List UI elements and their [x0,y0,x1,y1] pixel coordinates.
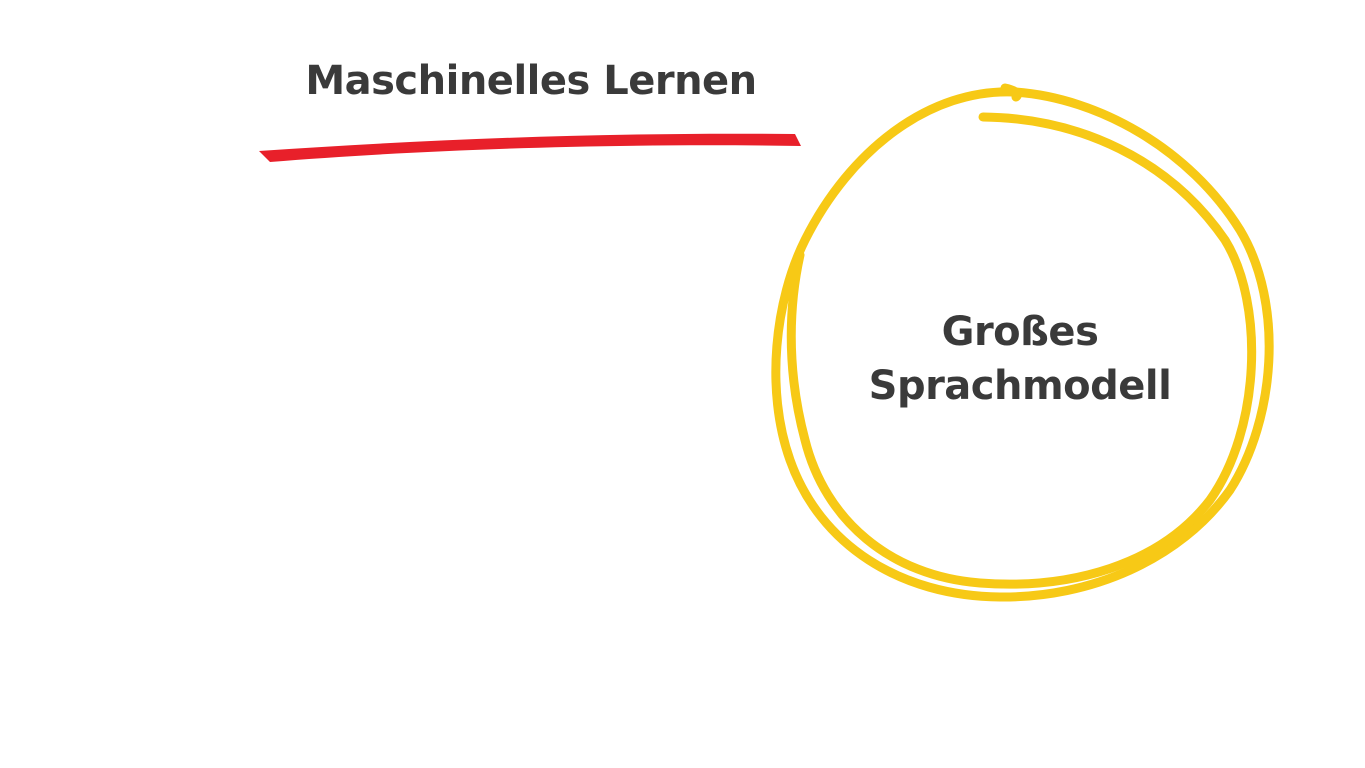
slide-title: Maschinelles Lernen [305,58,757,104]
circle-label: Großes Sprachmodell [840,305,1200,413]
circle-label-line2: Sprachmodell [868,363,1172,409]
title-underline-stroke [259,133,801,162]
circle-label-line1: Großes [941,309,1099,355]
